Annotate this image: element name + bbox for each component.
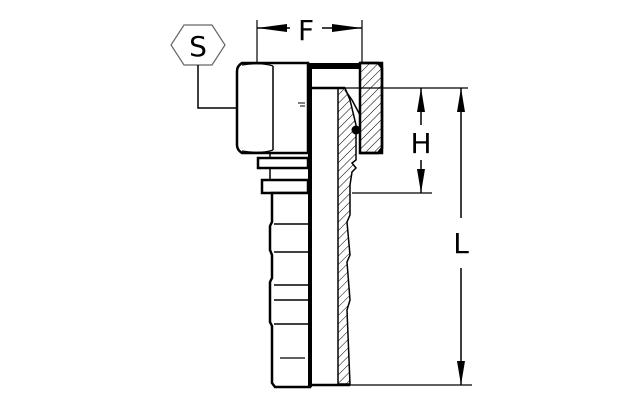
- arrow-down-icon: [417, 169, 425, 193]
- collar-lower: [260, 178, 310, 195]
- arrow-down-icon: [457, 361, 465, 385]
- o-ring: [351, 125, 361, 135]
- arrow-up-icon: [417, 88, 425, 112]
- label-f: F: [298, 14, 314, 47]
- stem-section: [298, 86, 361, 387]
- hexagon-icon: [170, 24, 226, 66]
- marking-mark: [298, 102, 305, 107]
- label-s: S: [189, 30, 207, 63]
- dimension-h: H: [345, 87, 468, 194]
- dimension-l: L: [350, 88, 472, 386]
- nut-chamfer: [241, 149, 274, 153]
- dimension-f: F: [256, 14, 363, 63]
- arrow-left-icon: [257, 24, 287, 32]
- hose-stem: [268, 63, 312, 389]
- nut-section-outline: [360, 61, 384, 155]
- arrow-right-icon: [332, 24, 362, 32]
- nut-section-hatch: [358, 61, 384, 155]
- arrow-up-icon: [457, 88, 465, 112]
- nut-chamfer: [241, 63, 274, 67]
- label-h: H: [410, 127, 431, 160]
- cone-seat: [344, 89, 361, 116]
- nut-top-band: [308, 63, 360, 69]
- collar-upper: [256, 156, 310, 170]
- leader-line: [197, 65, 251, 109]
- hex-size-callout: S: [170, 24, 255, 112]
- stem-wall-hatch: [337, 87, 358, 385]
- label-l: L: [453, 227, 469, 260]
- stem-outline: [268, 191, 312, 389]
- swivel-nut: [235, 61, 384, 155]
- collars: [256, 153, 310, 195]
